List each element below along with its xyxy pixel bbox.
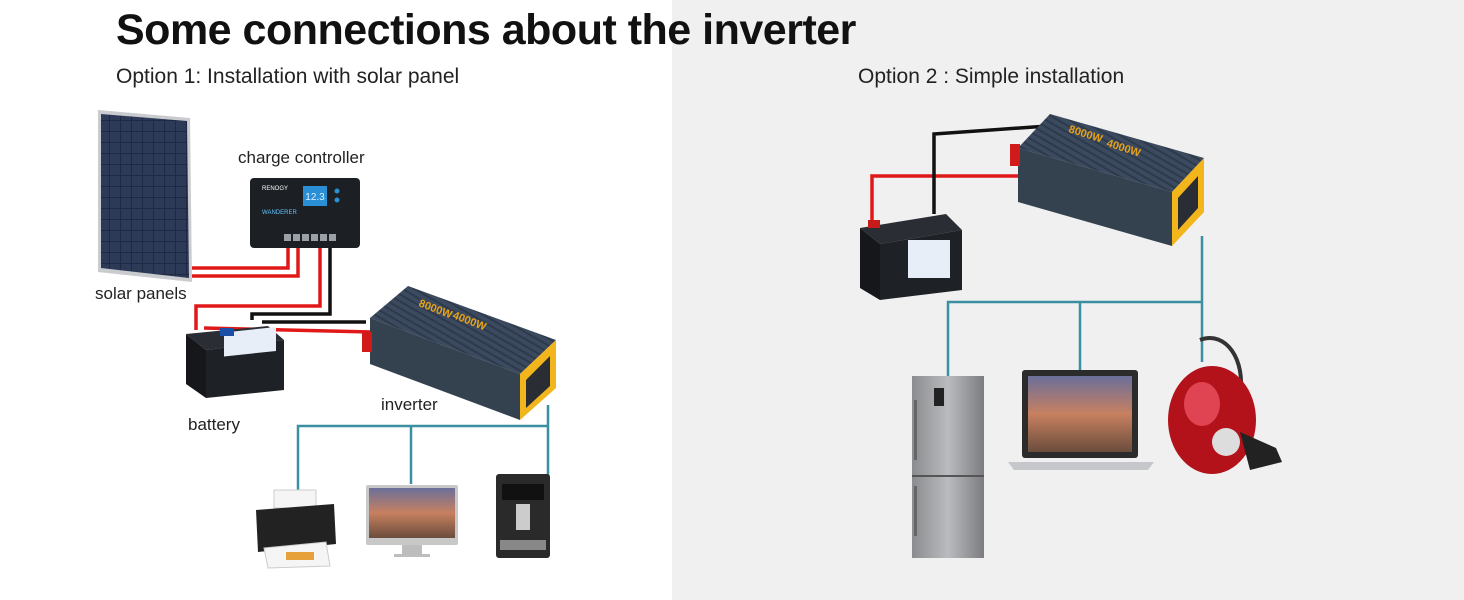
- controller-display-text: 12.3: [305, 192, 325, 203]
- battery-image: [186, 326, 284, 398]
- printer-image: [256, 489, 336, 569]
- option2-panel-background: [672, 0, 1464, 600]
- inverter-image-option2: 4000W 8000W: [1010, 114, 1204, 246]
- solar-panel-image: [98, 110, 192, 282]
- battery-image-option2: [860, 214, 962, 300]
- option2-dc-wires: [870, 124, 1049, 222]
- controller-brand-text: RENOGY: [262, 186, 288, 192]
- inverter-label: inverter: [381, 395, 438, 414]
- option2-heading: Option 2 : Simple installation: [858, 65, 1125, 88]
- option1-heading: Option 1: Installation with solar panel: [116, 65, 460, 88]
- controller-model-text: WANDERER: [262, 210, 297, 216]
- battery-label: battery: [188, 415, 240, 434]
- option1-ac-wires: [296, 405, 550, 492]
- charge-controller-label: charge controller: [238, 148, 365, 167]
- inverter-image: 4000W 8000W: [362, 286, 556, 420]
- option1-dc-wires: [192, 243, 373, 334]
- charge-controller-image: 12.3 RENOGY WANDERER: [250, 178, 360, 248]
- coffee-machine-image: [496, 474, 550, 558]
- vacuum-cleaner-image: [1168, 336, 1282, 474]
- page-title: Some connections about the inverter: [116, 6, 856, 54]
- laptop-image: [1008, 370, 1154, 470]
- refrigerator-image: [912, 376, 984, 558]
- option2-ac-wires: [946, 236, 1204, 376]
- desktop-monitor-image: [366, 485, 458, 557]
- solar-panels-label: solar panels: [95, 284, 187, 303]
